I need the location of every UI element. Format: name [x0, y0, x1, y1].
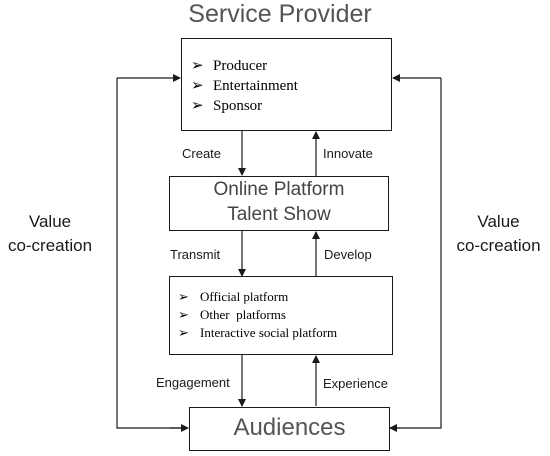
provider-item-sponsor: Sponsor	[213, 98, 263, 114]
channel-item-interactive: Interactive social platform	[200, 325, 338, 340]
label-experience: Experience	[323, 376, 389, 391]
platform-line2: Talent Show	[227, 204, 331, 225]
list-item: ➢ Interactive social platform	[178, 324, 337, 342]
label-transmit: Transmit	[170, 247, 221, 262]
arrow-bullet-icon: ➢	[191, 78, 204, 94]
right-loop-line	[390, 78, 442, 429]
channels-box: ➢ Official platform ➢ Other platforms ➢ Int…	[169, 276, 393, 355]
right-value-line1: Value	[477, 212, 520, 231]
label-innovate: Innovate	[323, 146, 373, 161]
left-value-line1: Value	[28, 212, 72, 231]
platform-line1: Online Platform	[213, 179, 345, 200]
provider-item-producer: Producer	[213, 58, 268, 74]
arrow-bullet-icon: ➢	[191, 58, 204, 74]
list-item: ➢ Producer	[191, 56, 298, 76]
channels-list: ➢ Official platform ➢ Other platforms ➢ Int…	[178, 288, 337, 342]
list-item: ➢ Other platforms	[178, 306, 337, 324]
online-platform-box: Online Platform Talent Show	[169, 176, 389, 231]
list-item: ➢ Official platform	[178, 288, 337, 306]
right-value-line2: co-creation	[456, 236, 541, 255]
provider-item-entertainment: Entertainment	[213, 78, 298, 94]
page-title: Service Provider	[188, 0, 372, 28]
list-item: ➢ Entertainment	[191, 76, 298, 96]
service-provider-box: ➢ Producer ➢ Entertainment ➢ Sponsor	[181, 38, 392, 131]
label-engagement: Engagement	[156, 375, 230, 390]
channel-item-official: Official platform	[200, 289, 289, 304]
label-develop: Develop	[324, 247, 372, 262]
arrow-bullet-icon: ➢	[178, 289, 189, 304]
list-item: ➢ Sponsor	[191, 96, 298, 116]
arrow-bullet-icon: ➢	[191, 98, 204, 114]
arrow-bullet-icon: ➢	[178, 325, 189, 340]
provider-list: ➢ Producer ➢ Entertainment ➢ Sponsor	[191, 56, 298, 116]
left-loop-line	[116, 78, 182, 429]
audiences-box: Audiences	[189, 407, 390, 451]
left-value-line2: co-creation	[7, 236, 93, 255]
arrow-bullet-icon: ➢	[178, 307, 189, 322]
label-create: Create	[182, 146, 222, 161]
audiences-label: Audiences	[233, 414, 346, 441]
channel-item-other: Other platforms	[200, 307, 286, 322]
